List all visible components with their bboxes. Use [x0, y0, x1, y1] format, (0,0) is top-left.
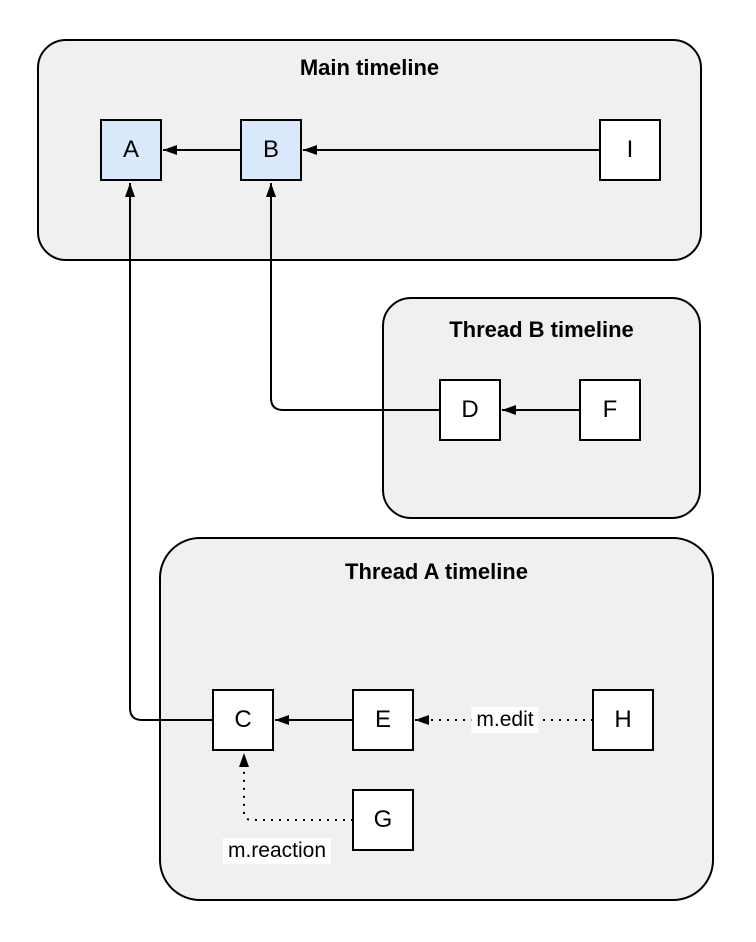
node-a-label: A	[122, 136, 139, 163]
node-f	[579, 379, 641, 441]
thread-b-timeline-container	[382, 297, 701, 519]
node-h	[592, 689, 654, 751]
node-e	[352, 689, 414, 751]
node-a	[100, 119, 162, 181]
thread-b-timeline-title: Thread B timeline	[449, 317, 634, 342]
node-i	[599, 119, 661, 181]
node-b	[240, 119, 302, 181]
node-d	[439, 379, 501, 441]
main-timeline-title: Main timeline	[299, 55, 440, 80]
node-f-label: F	[602, 396, 618, 423]
node-g-label: G	[373, 806, 393, 833]
node-g	[352, 789, 414, 851]
edge-label-m-edit: m.edit	[471, 707, 539, 733]
edge-d-to-b	[266, 183, 440, 411]
edge-c-to-a	[125, 183, 213, 721]
node-i-label: I	[626, 136, 634, 163]
node-d-label: D	[461, 396, 479, 423]
node-e-label: E	[374, 706, 391, 733]
thread-a-timeline-title: Thread A timeline	[345, 559, 528, 584]
edge-g-to-c-m-reaction	[239, 753, 353, 821]
node-c-label: C	[234, 706, 252, 733]
node-b-label: B	[262, 136, 279, 163]
node-h-label: H	[614, 706, 632, 733]
edge-label-m-reaction: m.reaction	[222, 838, 332, 864]
node-c	[212, 689, 274, 751]
